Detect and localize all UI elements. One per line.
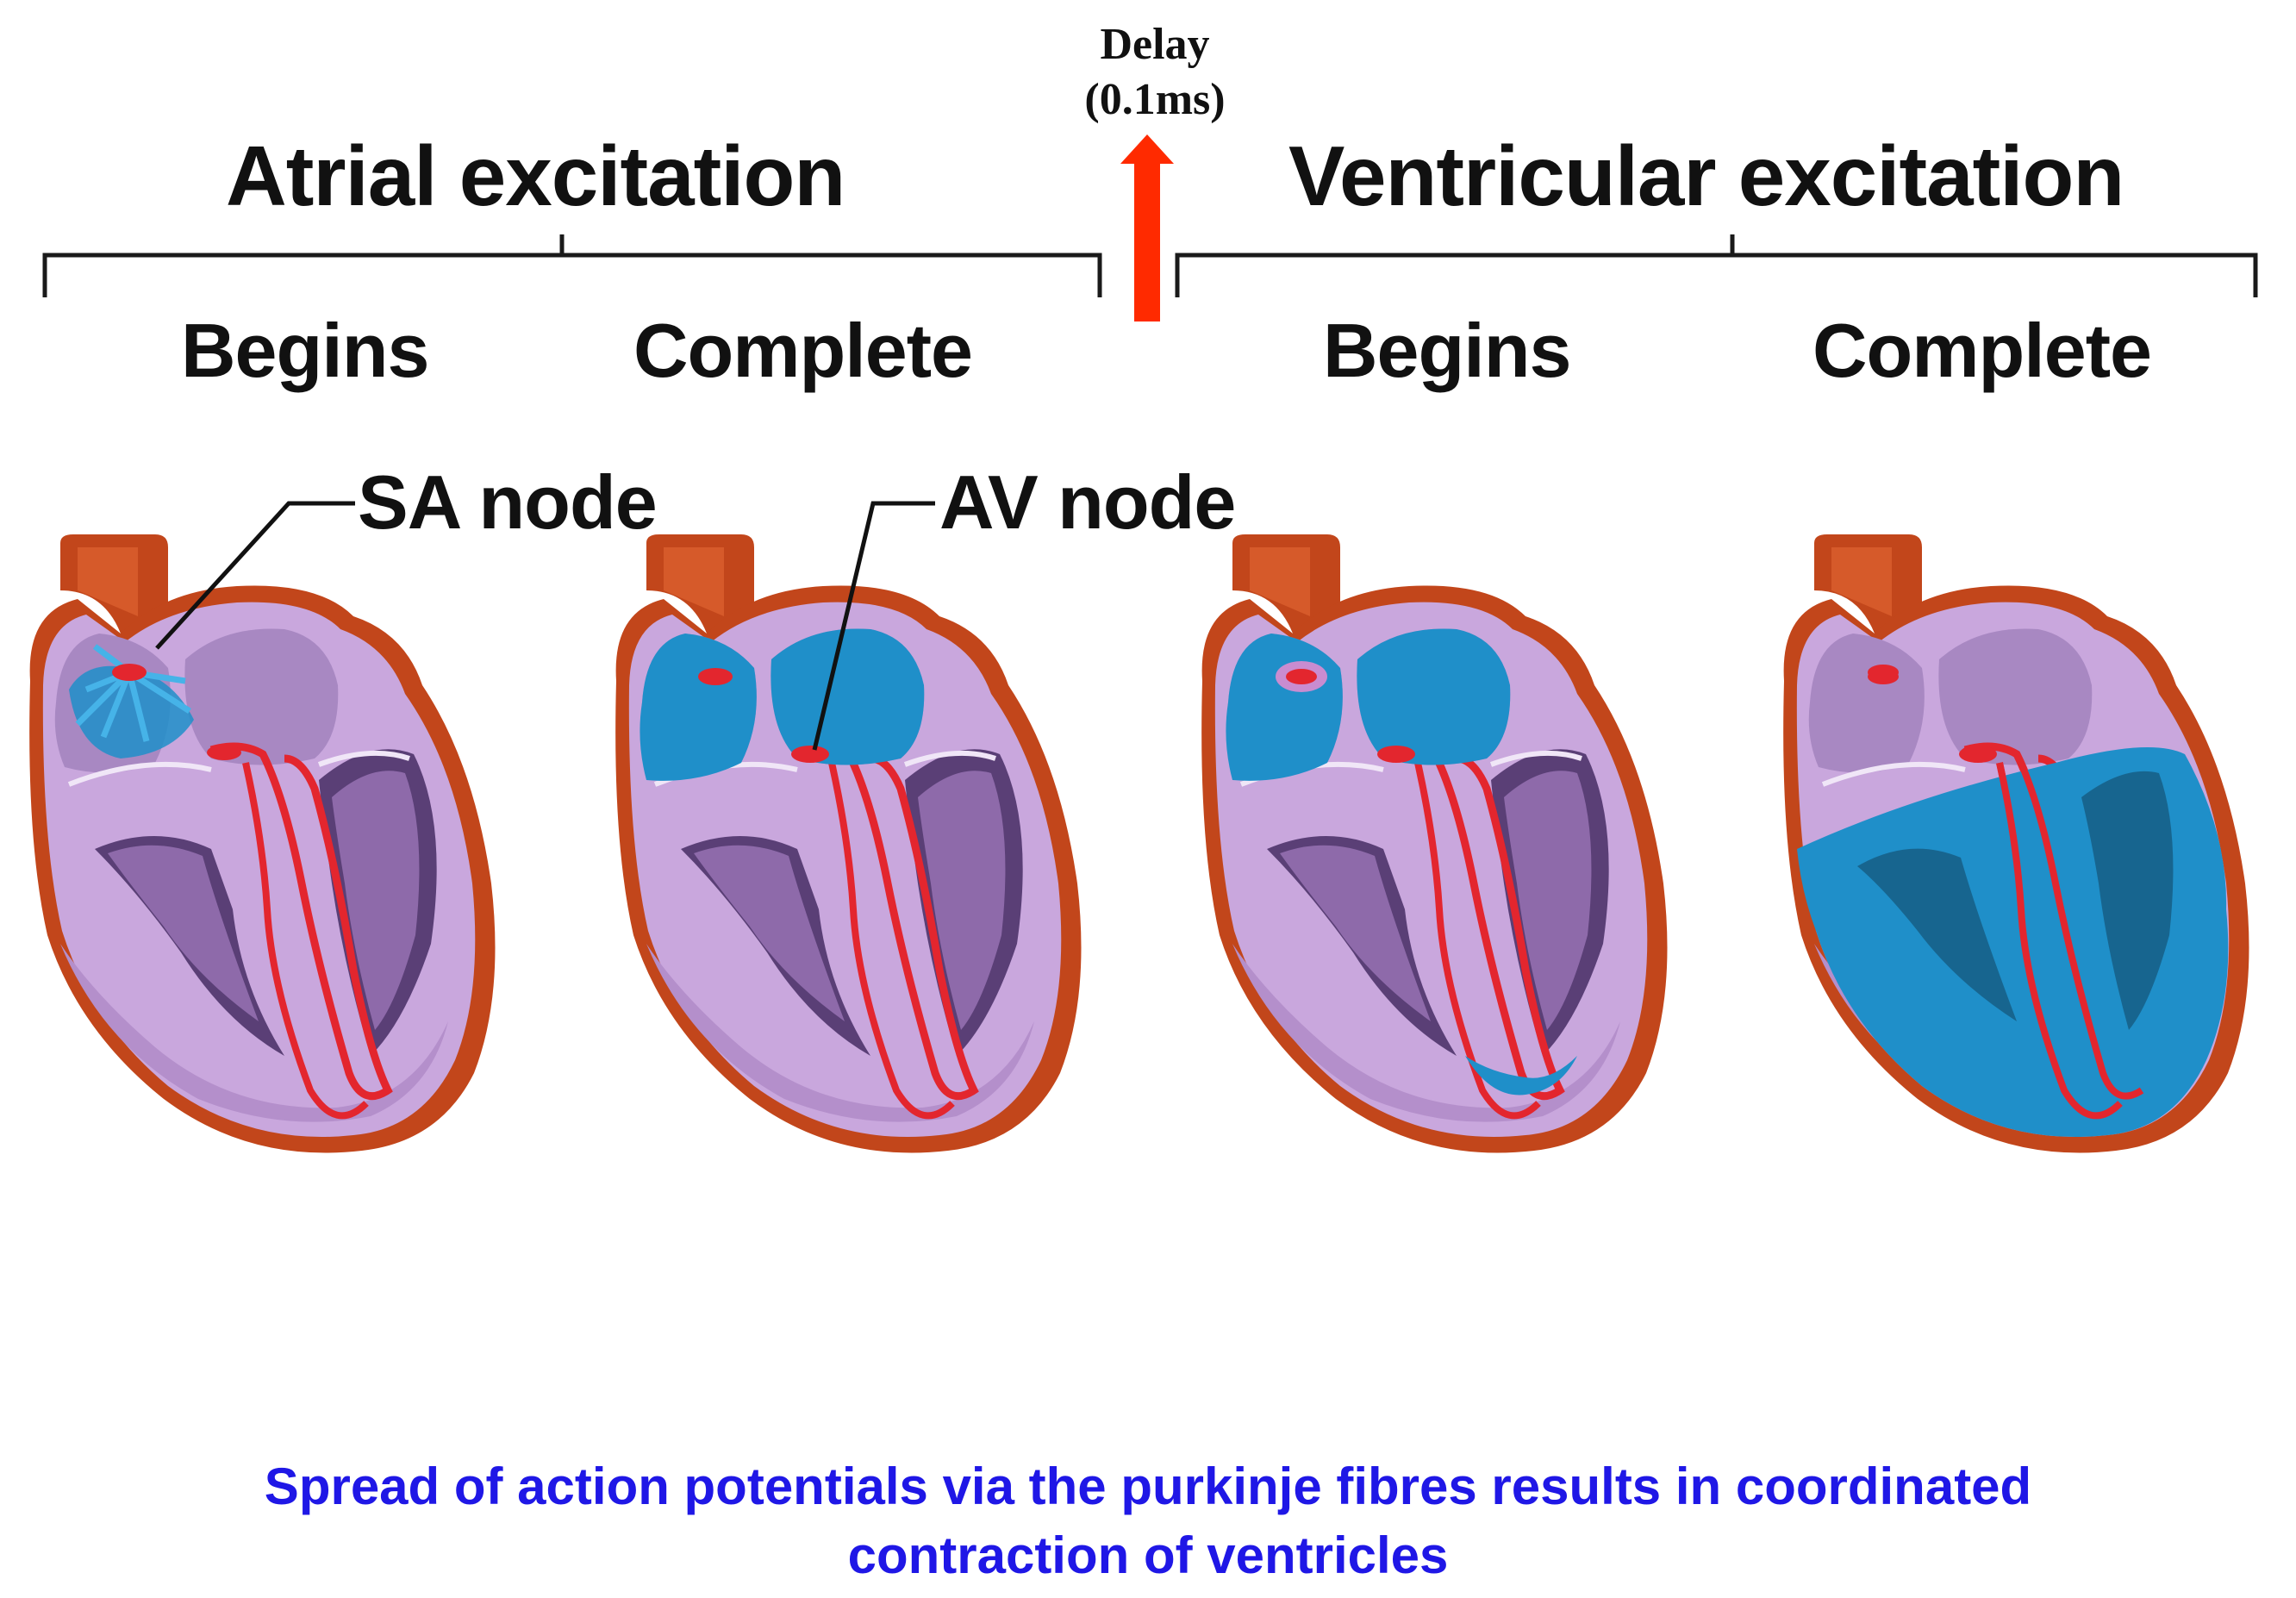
sa-node-label: SA node bbox=[358, 459, 658, 545]
ventricular-begins-label: Begins bbox=[1323, 308, 1571, 393]
delay-text: Delay bbox=[1100, 20, 1210, 69]
ventricular-excitation-title: Ventricular excitation bbox=[1288, 128, 2124, 223]
heart-ventricular-complete-image bbox=[1783, 534, 2249, 1153]
atrial-begins-label: Begins bbox=[181, 308, 429, 393]
av-node-leader-line bbox=[812, 501, 935, 751]
atrial-complete-label: Complete bbox=[633, 308, 973, 393]
atrial-bracket bbox=[42, 234, 1102, 297]
ventricular-complete-label: Complete bbox=[1812, 308, 2152, 393]
caption: Spread of action potentials via the purk… bbox=[0, 1452, 2296, 1590]
delay-label: Delay (0.1ms) bbox=[1026, 17, 1284, 128]
caption-line-2: contraction of ventricles bbox=[847, 1526, 1449, 1584]
delay-value: (0.1ms) bbox=[1084, 75, 1226, 124]
heart-atrial-complete-image bbox=[615, 534, 1081, 1153]
sa-node-leader-line bbox=[155, 501, 355, 650]
av-node-label: AV node bbox=[939, 459, 1236, 545]
heart-atrial-begins-image bbox=[29, 534, 495, 1153]
delay-arrow-icon bbox=[1120, 134, 1174, 321]
heart-ventricular-begins-image bbox=[1201, 534, 1667, 1153]
atrial-excitation-title: Atrial excitation bbox=[226, 128, 845, 223]
caption-line-1: Spread of action potentials via the purk… bbox=[264, 1458, 2032, 1515]
ventricular-bracket bbox=[1175, 234, 2258, 297]
